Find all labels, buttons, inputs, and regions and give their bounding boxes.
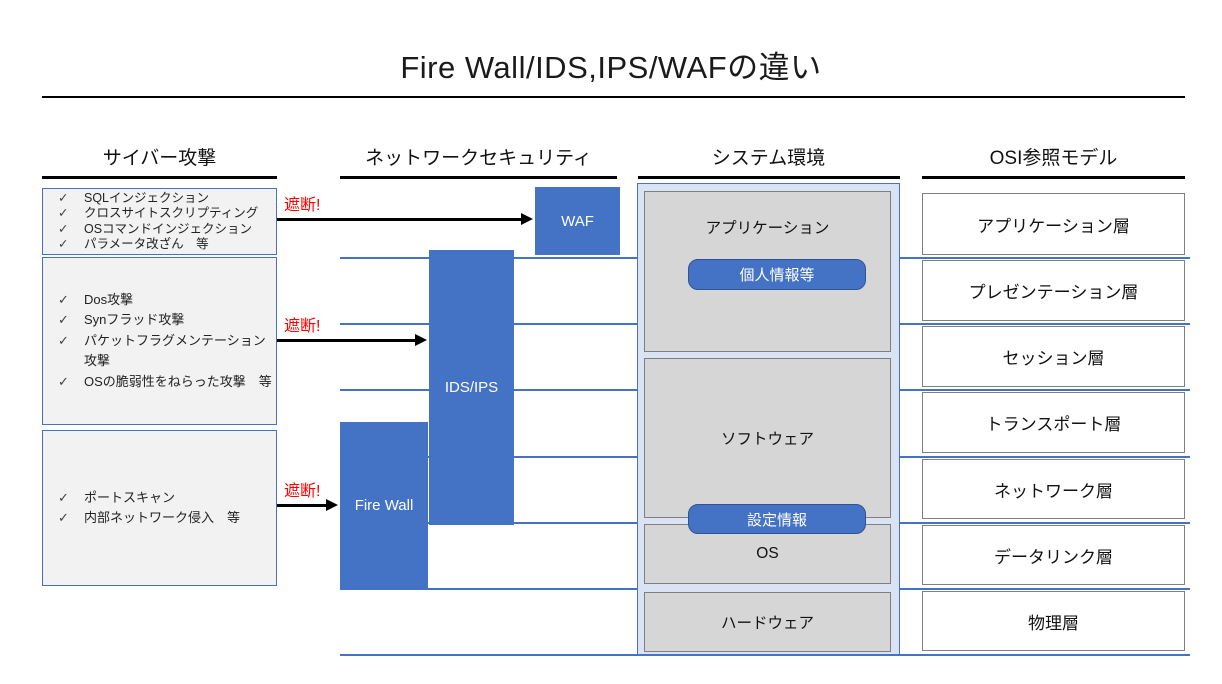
check-icon: ✓ (58, 373, 69, 389)
ids-ips-box: IDS/IPS (429, 250, 514, 525)
arrowhead-to-ids-ips (415, 334, 427, 346)
software-label: ソフトウェア (720, 431, 814, 448)
osi-layer-datalink: データリンク層 (922, 525, 1185, 585)
os-box: OS (644, 524, 891, 584)
check-icon: ✓ (58, 510, 69, 525)
attack-item: ✓ パラメータ改ざん 等 (43, 237, 276, 253)
os-label: OS (756, 545, 779, 562)
arrowhead-to-firewall (326, 499, 338, 511)
attack-group-box-intrusion: ✓ ポートスキャン ✓ 内部ネットワーク侵入 等 (42, 430, 277, 586)
osi-layer-label: アプリケーション層 (977, 216, 1130, 236)
osi-layer-application: アプリケーション層 (922, 193, 1185, 255)
column-header-system-env: システム環境 (711, 148, 826, 169)
firewall-label: Fire Wall (354, 496, 414, 514)
attack-item-label: OSの脆弱性をねらった攻撃 等 (84, 373, 272, 389)
attack-item-label: OSコマンドインジェクション (84, 221, 253, 236)
osi-layer-physical: 物理層 (922, 591, 1185, 651)
check-icon: ✓ (58, 489, 69, 505)
ids-ips-label: IDS/IPS (444, 379, 499, 396)
config-info-pill: 設定情報 (688, 504, 866, 534)
osi-layer-label: トランスポート層 (985, 415, 1122, 434)
osi-layer-session: セッション層 (922, 326, 1185, 387)
waf-label: WAF (561, 212, 594, 230)
attack-item: ✓ 内部ネットワーク侵入 等 (43, 508, 276, 529)
system-env-container: アプリケーション 個人情報等 ソフトウェア 設定情報 OS ハードウェア (637, 183, 900, 655)
block-label-waf: 遮断! (284, 197, 321, 214)
application-label: アプリケーション (705, 220, 830, 237)
attack-item-label: Synフラッド攻撃 (84, 312, 185, 328)
arrow-to-ids-ips (277, 339, 415, 342)
attack-item: ✓ Synフラッド攻撃 (43, 310, 276, 331)
osi-layer-presentation: プレゼンテーション層 (922, 260, 1185, 321)
attack-item-label: パラメータ改ざん 等 (84, 237, 209, 251)
check-icon: ✓ (58, 190, 69, 205)
header-underline-network-security (340, 176, 617, 179)
attack-item: ✓ クロスサイトスクリプティング (43, 206, 276, 222)
arrowhead-to-waf (521, 213, 533, 225)
attack-item: ✓ Dos攻撃 (43, 290, 276, 311)
attack-item-label: 内部ネットワーク侵入 等 (84, 510, 241, 525)
title-rule (42, 96, 1185, 98)
attack-item-label: Dos攻撃 (84, 291, 134, 307)
osi-layer-label: プレゼンテーション層 (968, 283, 1139, 302)
attack-item: ✓ SQLインジェクション (43, 191, 276, 207)
column-header-osi-model: OSI参照モデル (989, 148, 1118, 169)
software-box: ソフトウェア (644, 358, 891, 518)
attack-item-label: ポートスキャン (84, 489, 176, 505)
check-icon: ✓ (58, 237, 69, 251)
diagram-title: Fire Wall/IDS,IPS/WAFの違い (400, 50, 822, 85)
column-header-network-security: ネットワークセキュリティ (365, 148, 592, 169)
osi-layer-network: ネットワーク層 (922, 459, 1185, 519)
attack-item: ✓ ポートスキャン (43, 488, 276, 509)
header-underline-cyber-attacks (42, 176, 277, 179)
hardware-box: ハードウェア (644, 592, 891, 652)
header-underline-system-env (638, 176, 900, 179)
osi-layer-label: セッション層 (1002, 349, 1105, 368)
column-header-cyber-attacks: サイバー攻撃 (102, 148, 217, 169)
check-icon: ✓ (58, 291, 69, 307)
arrow-to-waf (277, 218, 521, 221)
attack-item: ✓ パケットフラグメンテーション攻撃 (43, 331, 276, 372)
personal-info-pill: 個人情報等 (688, 259, 866, 290)
attack-group-box-web: ✓ SQLインジェクション ✓ クロスサイトスクリプティング ✓ OSコマンドインジェ… (42, 188, 277, 255)
check-icon: ✓ (58, 332, 69, 348)
check-icon: ✓ (58, 221, 69, 236)
osi-layer-label: ネットワーク層 (994, 481, 1113, 501)
hardware-label: ハードウェア (720, 615, 814, 632)
arrow-to-firewall (277, 504, 326, 507)
attack-item-label: クロスサイトスクリプティング (84, 206, 259, 220)
osi-layer-transport: トランスポート層 (922, 392, 1185, 453)
waf-box: WAF (535, 187, 620, 255)
attack-group-box-network: ✓ Dos攻撃 ✓ Synフラッド攻撃 ✓ パケットフラグメンテーション攻撃 ✓ OSの… (42, 257, 277, 425)
block-label-ids-ips: 遮断! (284, 318, 321, 335)
attack-item-label: SQLインジェクション (84, 190, 210, 205)
check-icon: ✓ (58, 206, 69, 220)
attack-item: ✓ OSコマンドインジェクション (43, 222, 276, 238)
osi-layer-label: 物理層 (1028, 613, 1079, 633)
check-icon: ✓ (58, 312, 69, 328)
personal-info-label: 個人情報等 (739, 267, 815, 284)
osi-layer-label: データリンク層 (994, 547, 1113, 567)
firewall-box: Fire Wall (340, 422, 428, 588)
attack-item-label: パケットフラグメンテーション攻撃 (84, 332, 266, 369)
attack-item: ✓ OSの脆弱性をねらった攻撃 等 (43, 372, 276, 393)
block-label-firewall: 遮断! (284, 483, 321, 500)
config-info-label: 設定情報 (746, 511, 807, 529)
header-underline-osi-model (922, 176, 1185, 179)
